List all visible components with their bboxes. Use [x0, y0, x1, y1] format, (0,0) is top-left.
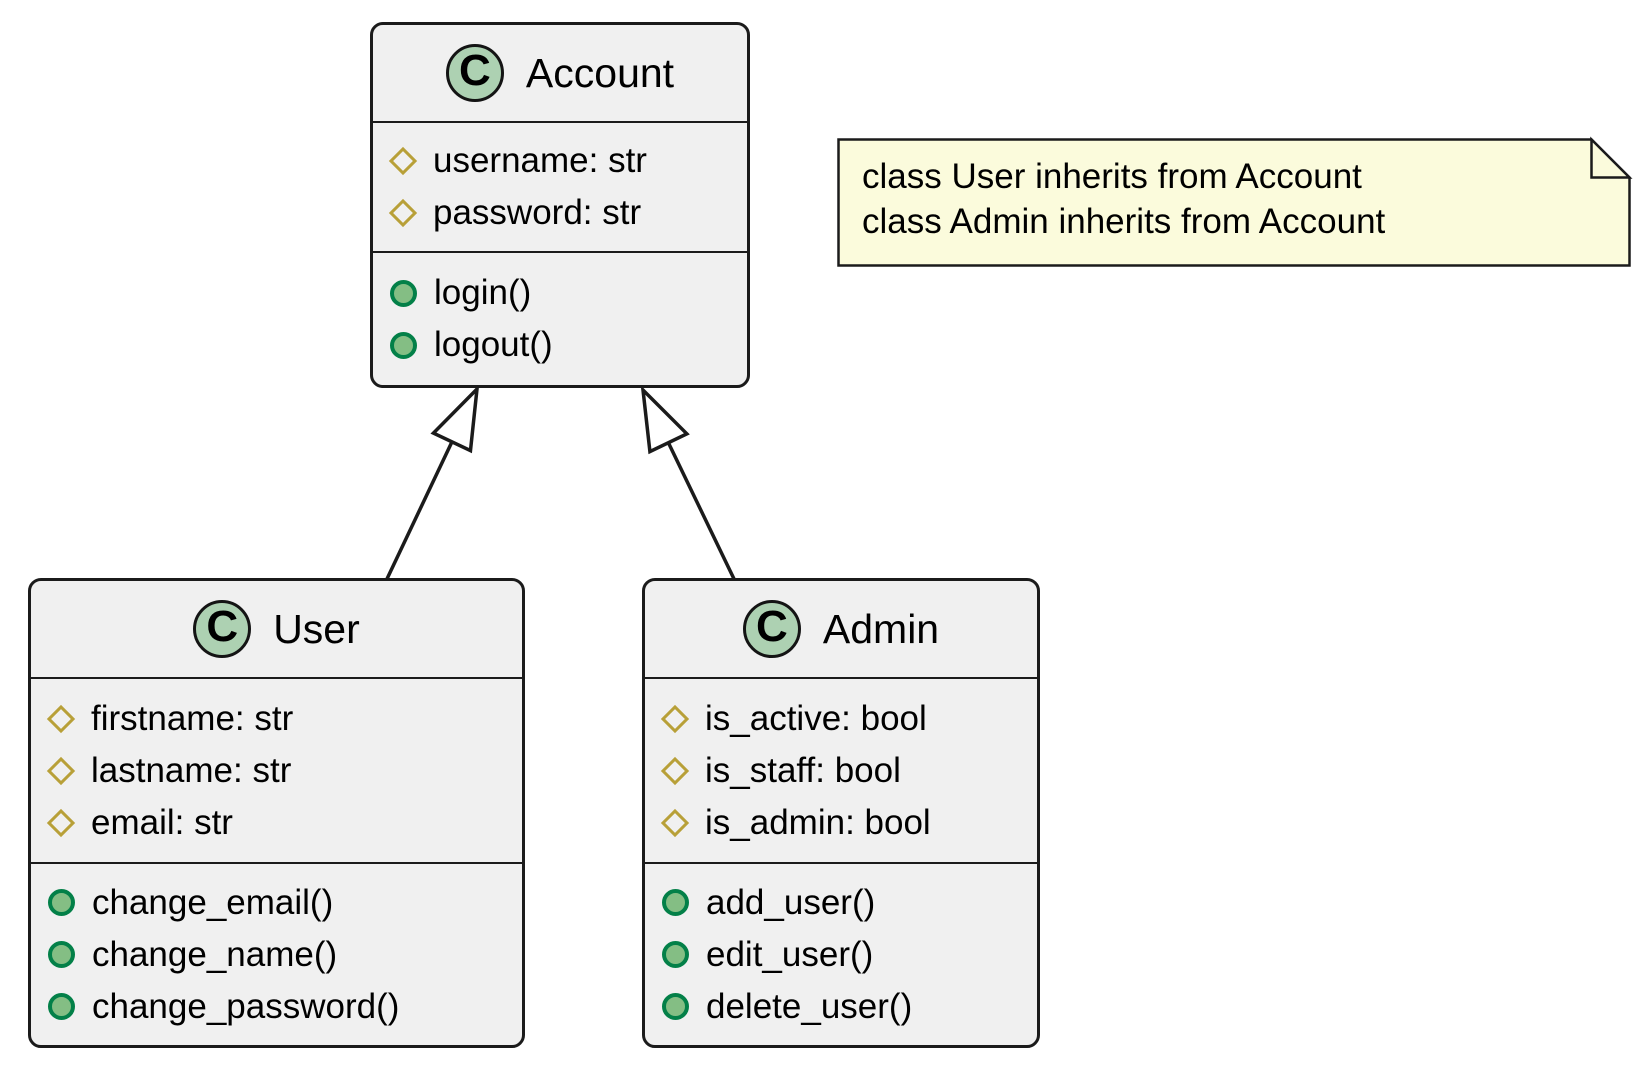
attributes-section: is_active: bool is_staff: bool is_admin:… — [645, 679, 1037, 864]
field-diamond-icon — [46, 808, 76, 837]
class-box-user: C User firstname: str lastname: str emai… — [28, 578, 525, 1048]
method-row: login() — [388, 267, 747, 319]
field-diamond-icon — [660, 808, 690, 837]
class-name: User — [273, 605, 360, 652]
field-diamond-icon — [660, 756, 690, 785]
class-letter: C — [459, 46, 491, 95]
field-diamond-icon — [46, 704, 76, 733]
attribute-label: is_staff: bool — [705, 750, 901, 790]
method-label: add_user() — [706, 882, 876, 922]
class-letter: C — [756, 602, 788, 651]
method-circle-icon — [48, 941, 75, 968]
field-diamond-icon — [46, 756, 76, 785]
method-label: change_password() — [92, 986, 400, 1026]
method-row: add_user() — [660, 877, 1037, 929]
method-row: logout() — [388, 319, 747, 371]
class-name: Account — [525, 49, 675, 96]
attribute-row: username: str — [388, 135, 747, 187]
attribute-label: email: str — [91, 802, 233, 842]
method-label: delete_user() — [706, 986, 913, 1026]
attributes-section: firstname: str lastname: str email: str — [31, 679, 522, 864]
methods-section: login() logout() — [373, 253, 747, 385]
attribute-label: firstname: str — [91, 698, 294, 738]
attribute-label: username: str — [433, 141, 647, 180]
inheritance-arrow-admin-to-account — [643, 390, 737, 582]
method-label: change_email() — [92, 882, 334, 922]
attribute-row: email: str — [46, 797, 522, 849]
class-box-admin: C Admin is_active: bool is_staff: bool i… — [642, 578, 1040, 1048]
method-circle-icon — [48, 993, 75, 1020]
method-circle-icon — [48, 889, 75, 916]
field-diamond-icon — [388, 198, 418, 228]
class-letter: C — [206, 602, 239, 651]
method-row: change_email() — [46, 877, 522, 929]
attribute-row: is_active: bool — [660, 693, 1037, 745]
attributes-section: username: str password: str — [373, 123, 747, 253]
method-label: logout() — [434, 325, 553, 364]
inheritance-arrow-user-to-account — [384, 389, 477, 582]
method-circle-icon — [662, 941, 689, 968]
method-circle-icon — [390, 279, 417, 307]
attribute-row: is_admin: bool — [660, 797, 1037, 849]
method-circle-icon — [390, 331, 417, 359]
attribute-row: password: str — [388, 187, 747, 239]
class-circle-icon: C — [445, 44, 504, 102]
class-circle-icon: C — [193, 600, 252, 658]
field-diamond-icon — [660, 704, 690, 733]
class-header: C Account — [373, 25, 747, 123]
attribute-row: lastname: str — [46, 745, 522, 797]
field-diamond-icon — [388, 146, 418, 176]
attribute-label: password: str — [433, 193, 642, 232]
class-circle-icon: C — [742, 600, 801, 658]
method-row: edit_user() — [660, 929, 1037, 981]
class-box-account: C Account username: str password: str lo… — [370, 22, 750, 388]
method-row: change_name() — [46, 929, 522, 981]
class-header: C Admin — [645, 581, 1037, 679]
class-name: Admin — [822, 605, 940, 652]
method-label: edit_user() — [706, 934, 874, 974]
method-row: delete_user() — [660, 981, 1037, 1033]
method-circle-icon — [662, 993, 689, 1020]
note-line: class User inherits from Account — [862, 157, 1362, 196]
note-fold-icon — [1590, 136, 1633, 179]
methods-section: change_email() change_name() change_pass… — [31, 864, 522, 1045]
attribute-row: is_staff: bool — [660, 745, 1037, 797]
method-row: change_password() — [46, 981, 522, 1033]
method-label: login() — [434, 273, 532, 312]
methods-section: add_user() edit_user() delete_user() — [645, 864, 1037, 1045]
attribute-label: lastname: str — [91, 750, 292, 790]
note-text: class User inherits from Account class A… — [862, 154, 1385, 244]
attribute-label: is_admin: bool — [705, 802, 931, 842]
note-line: class Admin inherits from Account — [862, 202, 1386, 241]
attribute-row: firstname: str — [46, 693, 522, 745]
method-label: change_name() — [92, 934, 338, 974]
attribute-label: is_active: bool — [705, 698, 927, 738]
method-circle-icon — [662, 889, 689, 916]
class-header: C User — [31, 581, 522, 679]
